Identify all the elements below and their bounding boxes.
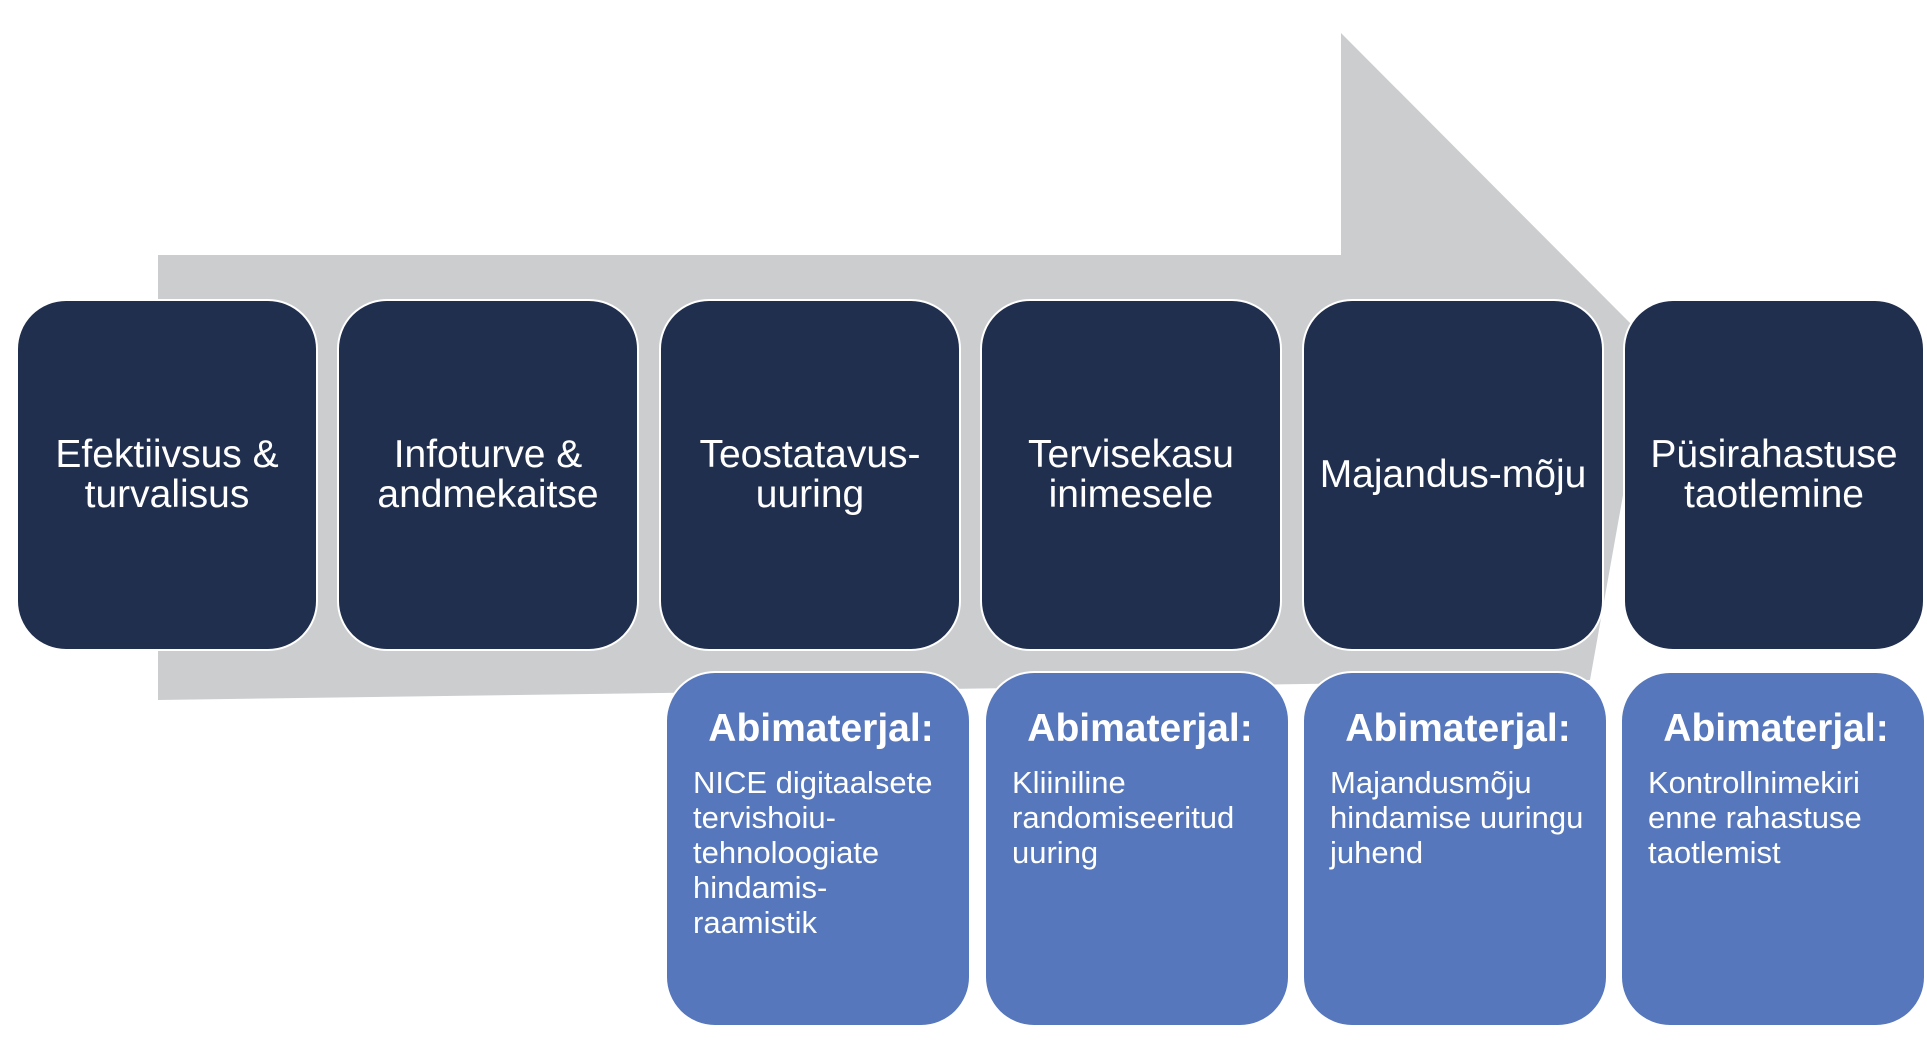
step-infoturve-andmekaitse: Infoturve & andmekaitse — [337, 299, 639, 651]
aid-text: NICE digitaalsete tervishoiu-tehnoloogia… — [693, 765, 933, 940]
step-label: Majandus-mõju — [1319, 453, 1587, 496]
aid-box-majandusmoju: Abimaterjal: Majandusmõju hindamise uuri… — [1302, 671, 1608, 1027]
aid-box-teostatavusuuring: Abimaterjal: NICE digitaalsete tervishoi… — [665, 671, 971, 1027]
step-pusirahastus: Püsirahastuse taotlemine — [1623, 299, 1925, 651]
step-tervisekasu: Tervisekasu inimesele — [980, 299, 1282, 651]
aid-box-tervisekasu: Abimaterjal: Kliiniline randomiseeritud … — [984, 671, 1290, 1027]
step-label: Tervisekasu inimesele — [1028, 433, 1234, 516]
step-efektiivsus-turvalisus: Efektiivsus & turvalisus — [16, 299, 318, 651]
step-label: Efektiivsus & turvalisus — [55, 433, 279, 516]
aid-text: Kontrollnimekiri enne rahastuse taotlemi… — [1648, 765, 1862, 870]
aid-title: Abimaterjal: — [1027, 707, 1253, 750]
step-majandusmoju: Majandus-mõju — [1302, 299, 1604, 651]
aid-title: Abimaterjal: — [1345, 707, 1571, 750]
aid-title: Abimaterjal: — [1663, 707, 1889, 750]
aid-title: Abimaterjal: — [708, 707, 934, 750]
step-label: Infoturve & andmekaitse — [377, 433, 599, 516]
aid-text: Kliiniline randomiseeritud uuring — [1012, 765, 1235, 870]
step-label: Teostatavus-uuring — [699, 433, 921, 516]
step-teostatavusuuring: Teostatavus-uuring — [659, 299, 961, 651]
aid-box-pusirahastus: Abimaterjal: Kontrollnimekiri enne rahas… — [1620, 671, 1926, 1027]
step-label: Püsirahastuse taotlemine — [1650, 433, 1898, 516]
aid-text: Majandusmõju hindamise uuringu juhend — [1330, 765, 1584, 870]
